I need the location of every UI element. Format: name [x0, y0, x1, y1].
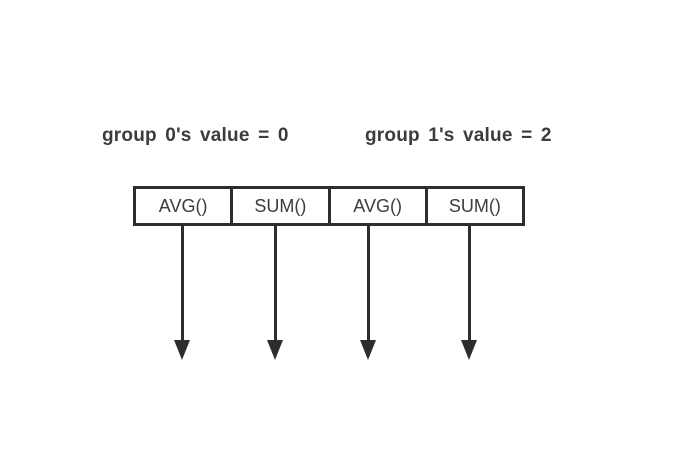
cell-group1-avg: AVG() — [327, 189, 425, 223]
cell-group1-sum: SUM() — [424, 189, 522, 223]
arrow-shaft — [467, 226, 471, 340]
arrow-head — [461, 340, 477, 360]
group-0-value-label: group 0's value = 0 — [102, 125, 289, 146]
down-arrow-icon-3 — [360, 226, 376, 360]
down-arrow-icon-4 — [461, 226, 477, 360]
down-arrow-icon-2 — [267, 226, 283, 360]
function-cell-row: AVG() SUM() AVG() SUM() — [133, 186, 525, 226]
arrow-shaft — [366, 226, 370, 340]
arrow-head — [360, 340, 376, 360]
arrow-head — [174, 340, 190, 360]
group-1-value-label: group 1's value = 2 — [365, 125, 552, 146]
cell-group0-avg: AVG() — [136, 189, 231, 223]
down-arrow-icon-1 — [174, 226, 190, 360]
arrow-shaft — [180, 226, 184, 340]
cell-group0-sum: SUM() — [230, 189, 328, 223]
arrow-head — [267, 340, 283, 360]
arrow-shaft — [273, 226, 277, 340]
